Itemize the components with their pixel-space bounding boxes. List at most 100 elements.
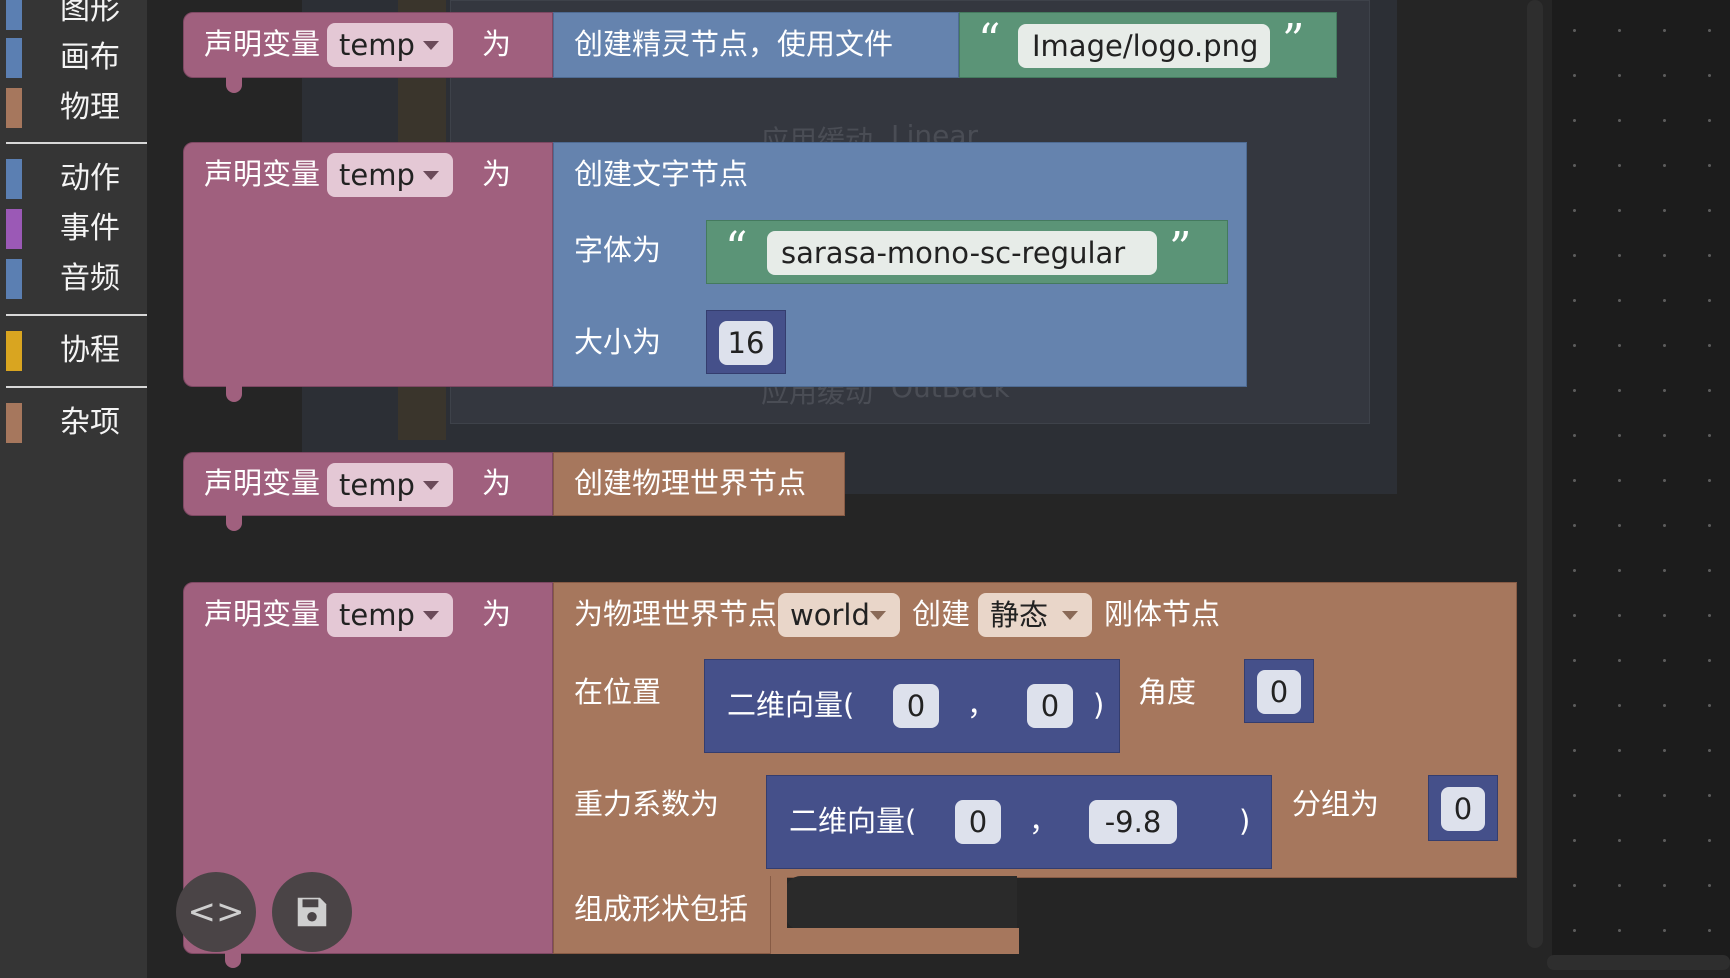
variable-name: temp	[339, 468, 415, 502]
declare-variable-block[interactable]: 声明变量 temp 为	[183, 12, 553, 93]
block-connector	[226, 515, 242, 531]
comma-label: ，	[1029, 804, 1059, 838]
vector-label: 二维向量(	[727, 688, 855, 722]
category-divider	[6, 386, 147, 388]
shape-slot-block[interactable]: 组成形状包括	[553, 876, 771, 954]
statement-input-slot[interactable]	[785, 876, 1017, 930]
as-label: 为	[482, 597, 512, 631]
category-label: 音频	[60, 261, 120, 296]
body-type-dropdown[interactable]: 静态	[978, 593, 1092, 637]
declare-label: 声明变量	[204, 466, 321, 500]
gravity-x-input[interactable]: 0	[955, 800, 1001, 844]
group-input[interactable]: 0	[1441, 787, 1485, 831]
create-sprite-label: 创建精灵节点，使用文件	[574, 27, 894, 61]
string-block[interactable]: “ sarasa-mono-sc-regular ”	[706, 220, 1228, 284]
variable-dropdown[interactable]: temp	[327, 23, 453, 67]
create-physics-world-label: 创建物理世界节点	[574, 466, 807, 500]
gravity-y-input[interactable]: -9.8	[1089, 800, 1177, 844]
category-canvas[interactable]: 画布	[0, 34, 147, 82]
chevron-down-icon	[423, 481, 439, 490]
category-label: 画布	[60, 40, 120, 75]
as-label: 为	[482, 466, 512, 500]
world-dropdown[interactable]: world	[778, 593, 900, 637]
file-path-input[interactable]: Image/logo.png	[1018, 24, 1270, 68]
chevron-down-icon	[1062, 611, 1078, 620]
as-label: 为	[482, 27, 512, 61]
category-color-stripe	[6, 209, 22, 249]
category-color-stripe	[6, 88, 22, 128]
block-connector	[226, 386, 242, 402]
category-graphics[interactable]: 图形	[0, 0, 147, 34]
declare-variable-block[interactable]: 声明变量 temp 为	[183, 142, 553, 402]
variable-name: temp	[339, 158, 415, 192]
close-quote-icon: ”	[1169, 223, 1192, 274]
workspace-grid	[1552, 0, 1730, 960]
body-type-value: 静态	[990, 598, 1049, 632]
create-sprite-block[interactable]: 创建精灵节点，使用文件	[553, 12, 959, 78]
category-audio[interactable]: 音频	[0, 255, 147, 303]
category-sidebar: 图形 画布 物理 动作 事件 音频 协程 杂项	[0, 0, 147, 978]
open-quote-icon: “	[978, 15, 1001, 66]
number-block[interactable]: 16	[706, 310, 786, 374]
category-divider	[6, 142, 147, 144]
category-color-stripe	[6, 38, 22, 78]
position-x-input[interactable]: 0	[893, 684, 939, 728]
category-physics[interactable]: 物理	[0, 84, 147, 132]
variable-dropdown[interactable]: temp	[327, 463, 453, 507]
as-label: 为	[482, 157, 512, 191]
declare-label: 声明变量	[204, 27, 321, 61]
category-color-stripe	[6, 159, 22, 199]
category-action[interactable]: 动作	[0, 155, 147, 203]
horizontal-scrollbar[interactable]	[1547, 955, 1730, 970]
slot-bottom-bar	[771, 928, 1019, 954]
font-size-input[interactable]: 16	[719, 321, 773, 365]
category-color-stripe	[6, 0, 22, 30]
position-y-input[interactable]: 0	[1027, 684, 1073, 728]
group-label: 分组为	[1292, 787, 1380, 821]
view-code-button[interactable]: <>	[176, 872, 256, 952]
category-color-stripe	[6, 259, 22, 299]
close-paren-label: )	[1093, 688, 1105, 722]
chevron-down-icon	[423, 171, 439, 180]
font-label: 字体为	[574, 233, 662, 267]
world-name: world	[790, 598, 870, 632]
category-label: 事件	[60, 211, 120, 246]
category-color-stripe	[6, 403, 22, 443]
variable-dropdown[interactable]: temp	[327, 153, 453, 197]
category-label: 杂项	[60, 405, 120, 440]
close-quote-icon: ”	[1282, 15, 1305, 66]
category-color-stripe	[6, 331, 22, 371]
vector2-block[interactable]: 二维向量( 0 ， -9.8 )	[766, 775, 1272, 869]
angle-label: 角度	[1138, 675, 1197, 709]
create-text-block[interactable]: 创建文字节点 字体为 大小为 “ sarasa-mono-sc-regular …	[553, 142, 1247, 387]
create-physics-world-block[interactable]: 创建物理世界节点	[553, 452, 845, 516]
vector2-block[interactable]: 二维向量( 0 ， 0 )	[704, 659, 1120, 753]
font-name-input[interactable]: sarasa-mono-sc-regular	[767, 231, 1157, 275]
position-label: 在位置	[574, 675, 662, 709]
shape-label: 组成形状包括	[574, 892, 749, 926]
chevron-down-icon	[423, 611, 439, 620]
category-event[interactable]: 事件	[0, 205, 147, 253]
variable-dropdown[interactable]: temp	[327, 593, 453, 637]
comma-label: ，	[967, 688, 997, 722]
rigid-body-label: 刚体节点	[1104, 597, 1221, 631]
gravity-label: 重力系数为	[574, 787, 720, 821]
declare-label: 声明变量	[204, 157, 321, 191]
chevron-down-icon	[423, 41, 439, 50]
category-label: 图形	[60, 0, 120, 27]
declare-label: 声明变量	[204, 597, 321, 631]
block-workspace[interactable]: 应用缓动 Linear 应用缓动 OutBack 声明变量 temp 为 创建精…	[147, 0, 1730, 978]
category-coroutine[interactable]: 协程	[0, 327, 147, 375]
category-misc[interactable]: 杂项	[0, 399, 147, 447]
category-label: 协程	[60, 333, 120, 368]
angle-input[interactable]: 0	[1257, 670, 1301, 714]
create-rigid-body-block[interactable]: 为物理世界节点 world 创建 静态 刚体节点 在位置 二维向量( 0 ， 0…	[553, 582, 1517, 878]
save-button[interactable]	[272, 872, 352, 952]
string-block[interactable]: “ Image/logo.png ”	[959, 12, 1337, 78]
declare-variable-block[interactable]: 声明变量 temp 为	[183, 452, 553, 531]
number-block[interactable]: 0	[1244, 659, 1314, 723]
open-quote-icon: “	[725, 223, 748, 274]
vertical-scrollbar[interactable]	[1527, 0, 1543, 948]
code-icon: <>	[187, 892, 245, 932]
number-block[interactable]: 0	[1428, 775, 1498, 841]
